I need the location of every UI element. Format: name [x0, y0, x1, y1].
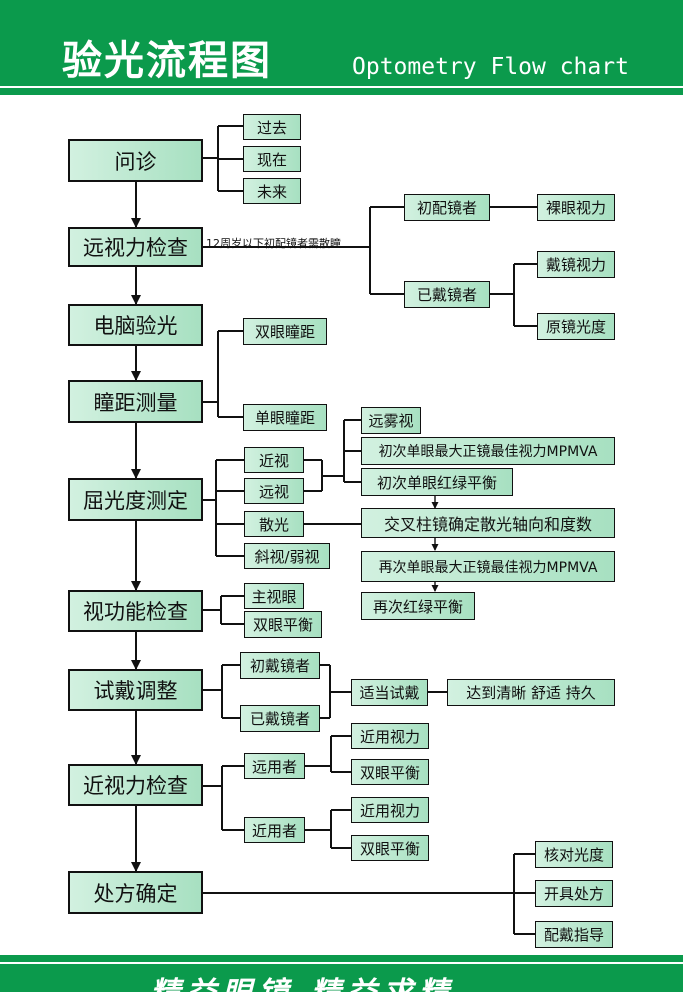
step-inquiry: 问诊: [68, 139, 203, 182]
footer-slogan: 精益眼镜 精益求精: [150, 968, 454, 992]
page-title: 验光流程图: [62, 38, 272, 84]
trial-existing-wearer: 已戴镜者: [240, 705, 320, 732]
header-divider: [0, 88, 683, 95]
binocular-pd: 双眼瞳距: [243, 318, 327, 345]
near-users: 近用者: [244, 817, 305, 843]
step-pd-measure: 瞳距测量: [68, 380, 203, 423]
far-users: 远用者: [244, 753, 305, 779]
inquiry-past: 过去: [243, 114, 301, 140]
step-computer-refraction: 电脑验光: [68, 304, 203, 346]
proper-trial: 适当试戴: [351, 679, 428, 706]
first-mpmva: 初次单眼最大正镜最佳视力MPMVA: [361, 437, 615, 465]
header-banner: 验光流程图 Optometry Flow chart: [0, 0, 683, 86]
inquiry-present: 现在: [243, 146, 301, 172]
corrected-vision: 戴镜视力: [537, 251, 615, 278]
trial-result: 达到清晰 舒适 持久: [447, 679, 615, 706]
type-hyperopia: 远视: [244, 478, 304, 504]
far-near-vision: 近用视力: [351, 723, 429, 749]
near-binocular-balance: 双眼平衡: [351, 835, 429, 861]
page-subtitle: Optometry Flow chart: [352, 54, 629, 80]
naked-eye-vision: 裸眼视力: [537, 194, 615, 221]
inquiry-future: 未来: [243, 178, 301, 204]
footer-divider: [0, 955, 683, 962]
step-prescription: 处方确定: [68, 871, 203, 914]
old-lens-power: 原镜光度: [537, 313, 615, 340]
wearing-guidance: 配戴指导: [535, 921, 613, 948]
issue-prescription: 开具处方: [535, 880, 613, 907]
monocular-pd: 单眼瞳距: [243, 404, 327, 431]
dominant-eye: 主视眼: [244, 583, 304, 609]
existing-wearer: 已戴镜者: [404, 281, 490, 308]
second-red-green: 再次红绿平衡: [361, 592, 475, 620]
step-refraction: 屈光度测定: [68, 478, 203, 521]
step-visual-function: 视功能检查: [68, 590, 203, 632]
near-near-vision: 近用视力: [351, 797, 429, 823]
step-trial-fitting: 试戴调整: [68, 669, 203, 711]
dilation-note: 12周岁以下初配镜者需散瞳: [206, 237, 341, 250]
type-strabismus-amblyopia: 斜视/弱视: [244, 543, 330, 569]
step-distance-vision: 远视力检查: [68, 227, 203, 267]
fogging: 远雾视: [361, 407, 421, 434]
check-power: 核对光度: [535, 841, 613, 868]
cross-cylinder: 交叉柱镜确定散光轴向和度数: [361, 508, 615, 538]
footer-banner: 精益眼镜 精益求精: [0, 964, 683, 992]
first-time-wearer: 初配镜者: [404, 194, 490, 221]
binocular-balance: 双眼平衡: [244, 611, 322, 638]
step-near-vision: 近视力检查: [68, 764, 203, 806]
type-astigmatism: 散光: [244, 511, 304, 537]
far-binocular-balance: 双眼平衡: [351, 759, 429, 785]
type-myopia: 近视: [244, 447, 304, 473]
trial-first-wearer: 初戴镜者: [240, 652, 320, 679]
second-mpmva: 再次单眼最大正镜最佳视力MPMVA: [361, 551, 615, 582]
first-red-green: 初次单眼红绿平衡: [361, 468, 513, 496]
